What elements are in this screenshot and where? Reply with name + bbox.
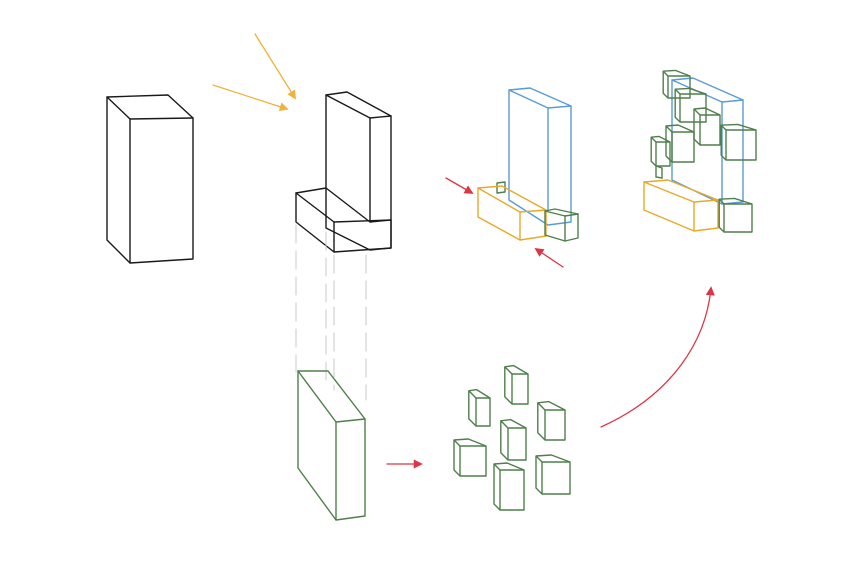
module-box [493, 462, 525, 511]
stage-slab-and-base [477, 87, 579, 242]
module-stub [655, 165, 663, 179]
module-box [500, 418, 527, 461]
module-box [720, 123, 757, 161]
stage-green-slab [297, 370, 366, 521]
module-box [662, 69, 691, 99]
arrow-icon [600, 286, 715, 428]
arrow-icon [254, 33, 296, 100]
module-box [665, 124, 695, 163]
arrow-icon [212, 84, 289, 112]
module-box [468, 388, 491, 427]
module-box [537, 400, 566, 441]
modules-stage-4 [650, 69, 757, 233]
module-box [535, 454, 571, 495]
flow-arrows-stage-3 [445, 177, 564, 268]
sun-arrows [212, 33, 296, 112]
guide-lines [295, 224, 367, 401]
module-box [674, 87, 707, 123]
stage-slab-with-modules [643, 77, 744, 232]
arrow-icon [445, 177, 474, 194]
stage-single-volume [106, 94, 194, 264]
module-box [504, 364, 529, 405]
arrow-icon [534, 247, 564, 268]
flow-arrow-curve [600, 286, 715, 428]
stage-l-shaped-volume [295, 91, 392, 253]
module-box [693, 107, 721, 146]
module-box [718, 197, 753, 233]
module-box [453, 438, 487, 477]
stage-scattered-modules [453, 364, 571, 511]
module-box [650, 135, 671, 167]
